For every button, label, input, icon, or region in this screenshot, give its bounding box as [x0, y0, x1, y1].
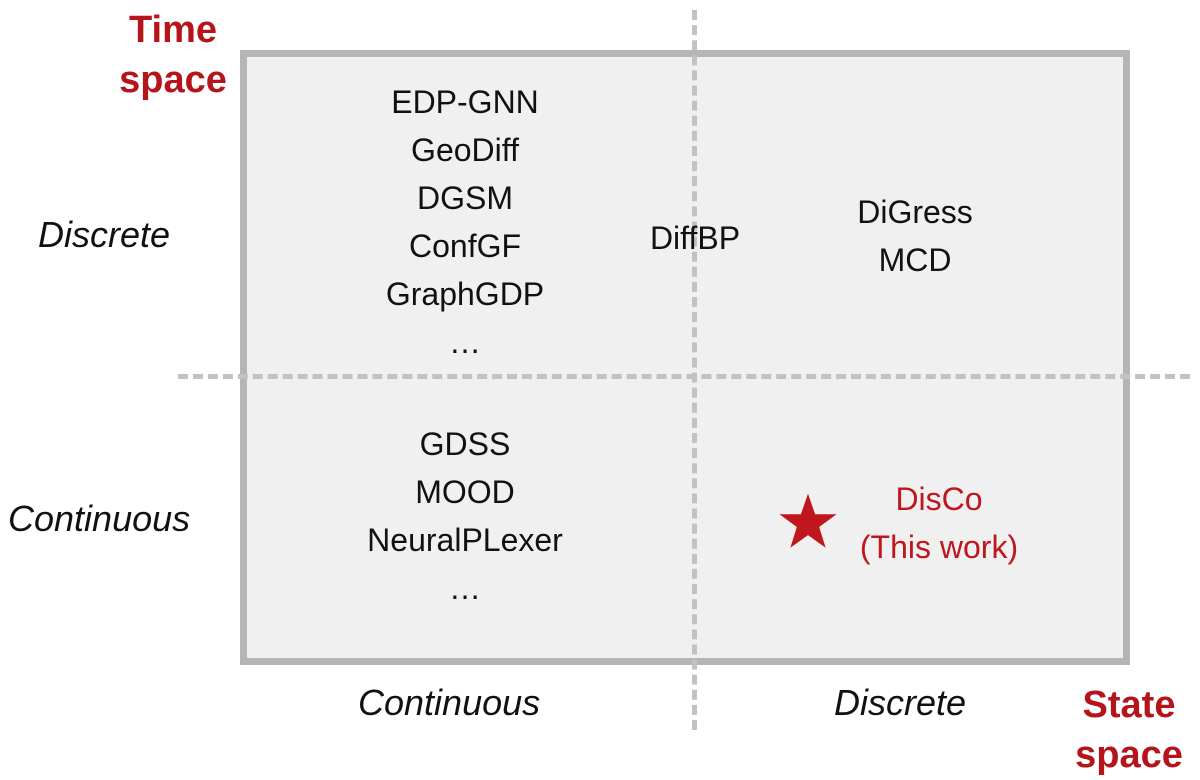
axis-title-line: space [1075, 734, 1183, 776]
horizontal-divider [178, 374, 1190, 379]
star-icon [779, 493, 837, 548]
method-name: DGSM [417, 180, 513, 216]
col-label-discrete: Discrete [834, 682, 967, 723]
cell-continuous-time-continuous-state: GDSS MOOD NeuralPLexer … [320, 420, 610, 612]
time-space-axis-title: Time space [118, 5, 228, 105]
method-name: EDP-GNN [391, 84, 539, 120]
method-name: DiffBP [649, 220, 741, 256]
vertical-divider [692, 10, 697, 730]
ellipsis: … [449, 324, 481, 360]
axis-title-line: space [119, 59, 227, 101]
col-label-continuous: Continuous [358, 682, 541, 723]
state-space-axis-title: State space [1064, 680, 1194, 780]
this-work-note: (This work) [859, 529, 1019, 565]
method-name: NeuralPLexer [367, 522, 563, 558]
cell-discrete-time-discrete-state: DiGress MCD [800, 188, 1030, 284]
row-label-discrete: Discrete [38, 214, 171, 255]
method-name: MOOD [415, 474, 515, 510]
method-name: DiGress [857, 194, 973, 230]
quadrant-box [240, 50, 1130, 665]
method-name: GeoDiff [411, 132, 519, 168]
row-label-continuous: Continuous [8, 498, 191, 539]
method-name: GDSS [419, 426, 511, 462]
method-name: MCD [878, 242, 952, 278]
ellipsis: … [449, 570, 481, 606]
axis-title-line: Time [128, 9, 217, 51]
axis-title-line: State [1082, 684, 1176, 726]
method-name: ConfGF [408, 228, 522, 264]
cell-discrete-time-continuous-state: EDP-GNN GeoDiff DGSM ConfGF GraphGDP … [320, 78, 610, 366]
method-name: DisCo [895, 481, 983, 517]
this-work-label: DisCo (This work) [834, 475, 1044, 571]
cell-divider-method: DiffBP [620, 214, 770, 262]
method-name: GraphGDP [385, 276, 545, 312]
